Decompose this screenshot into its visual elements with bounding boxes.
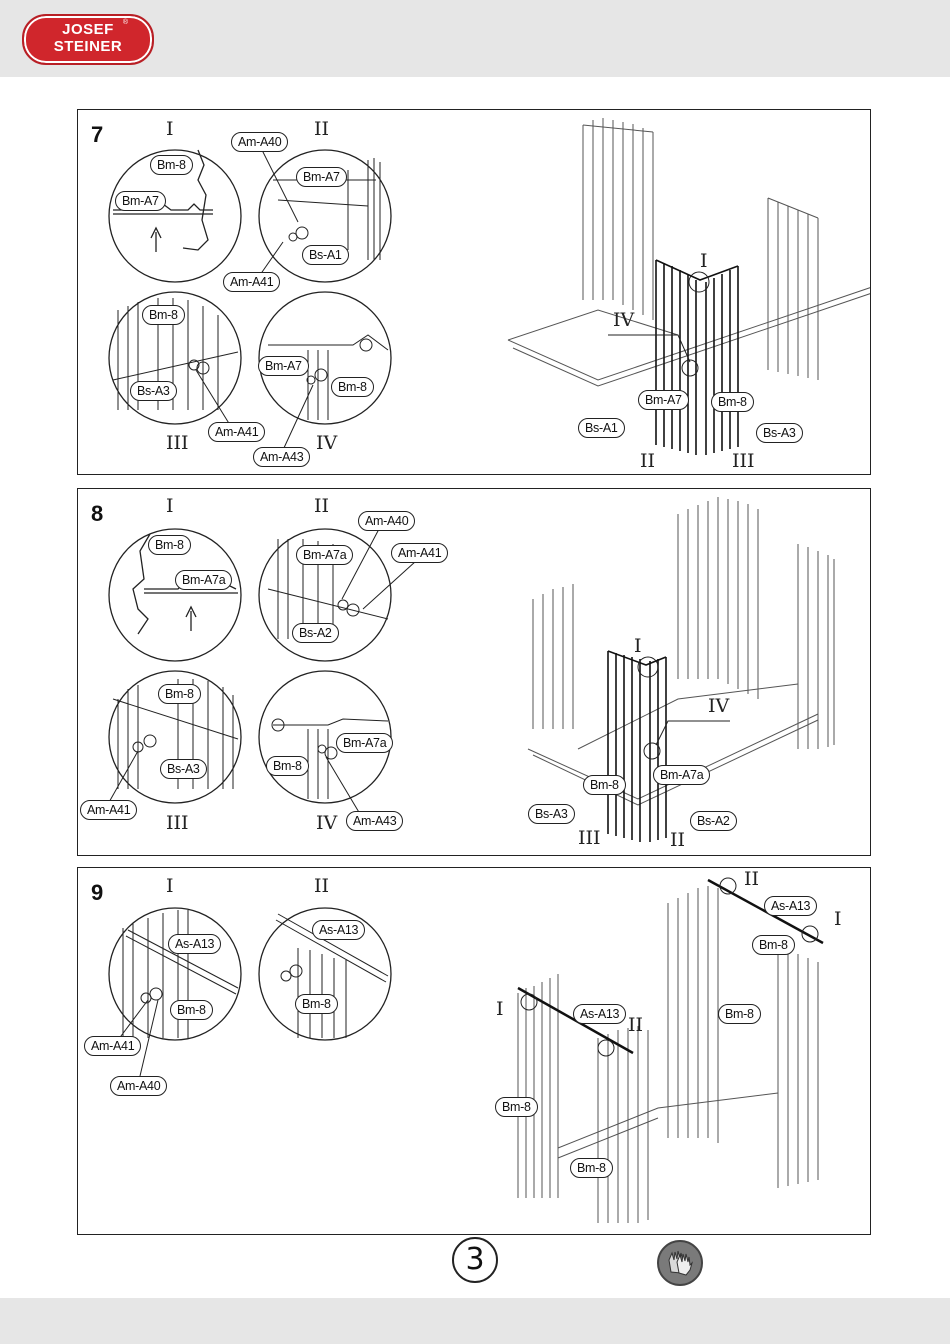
overview-marker: II <box>640 450 656 472</box>
overview-marker: I <box>496 998 504 1020</box>
part-label: Bm-8 <box>718 1004 761 1024</box>
part-label: Bm-A7 <box>115 191 166 211</box>
part-label: Bm-8 <box>170 1000 213 1020</box>
part-label: Bm-8 <box>570 1158 613 1178</box>
detail-marker-iii: III <box>166 812 189 834</box>
step-number: 9 <box>91 880 104 905</box>
part-label: Bm-A7 <box>296 167 347 187</box>
part-label: Bm-A7a <box>336 733 394 753</box>
overview-marker: I <box>834 908 842 930</box>
step-7-drawing <box>108 118 870 455</box>
part-label: Bm-8 <box>148 535 191 555</box>
part-label: As-A13 <box>573 1004 627 1024</box>
registered-mark: ® <box>122 19 128 26</box>
detail-marker-i: I <box>166 495 174 517</box>
part-label: Bm-8 <box>495 1097 538 1117</box>
overview-marker: III <box>732 450 755 472</box>
page-number: 3 <box>452 1237 498 1283</box>
detail-marker-ii: II <box>314 495 330 517</box>
part-label: Bm-8 <box>711 392 754 412</box>
part-label: Bm-A7a <box>175 570 233 590</box>
part-label: Bs-A1 <box>578 418 625 438</box>
part-label: Bm-8 <box>158 684 201 704</box>
overview-marker: I <box>700 250 708 272</box>
overview-marker: I <box>634 635 642 657</box>
detail-marker-iv: IV <box>316 812 338 834</box>
step-number: 8 <box>91 501 104 526</box>
footer-bar <box>0 1298 950 1344</box>
part-label: As-A13 <box>312 920 366 940</box>
part-label: Bs-A2 <box>690 811 737 831</box>
part-label: Am-A40 <box>110 1076 168 1096</box>
part-label: Bm-A7a <box>653 765 711 785</box>
detail-marker-iv: IV <box>316 432 338 454</box>
overview-marker: IV <box>708 695 730 717</box>
step-8-panel: 8 I II III IV Bm-8 Bm-A7a Am-A40 Am-A41 … <box>77 488 871 856</box>
josef-steiner-logo: JOSEF STEINER ® <box>22 14 154 65</box>
step-9-drawing <box>108 877 824 1223</box>
detail-marker-ii: II <box>314 875 330 897</box>
logo-line2: STEINER <box>53 38 123 55</box>
detail-marker-i: I <box>166 118 174 140</box>
part-label: Bm-8 <box>266 756 309 776</box>
part-label: Bs-A3 <box>160 759 207 779</box>
part-label: Bm-8 <box>150 155 193 175</box>
step-9-panel: 9 I II As-A13 Bm-8 Am-A41 Am-A40 As-A13 … <box>77 867 871 1235</box>
part-label: Am-A41 <box>84 1036 142 1056</box>
logo-line1: JOSEF <box>62 21 114 38</box>
overview-marker: II <box>670 829 686 851</box>
part-label: Bm-8 <box>331 377 374 397</box>
part-label: Bs-A3 <box>130 381 177 401</box>
part-label: Am-A41 <box>391 543 449 563</box>
header-bar <box>0 0 950 77</box>
part-label: Bm-8 <box>752 935 795 955</box>
part-label: Bs-A3 <box>756 423 803 443</box>
step-number: 7 <box>91 122 104 147</box>
part-label: Bm-A7 <box>258 356 309 376</box>
overview-marker: III <box>578 827 601 849</box>
part-label: Bs-A1 <box>302 245 349 265</box>
part-label: As-A13 <box>764 896 818 916</box>
detail-marker-i: I <box>166 875 174 897</box>
part-label: Bm-A7 <box>638 390 689 410</box>
detail-marker-ii: II <box>314 118 330 140</box>
part-label: Bm-8 <box>583 775 626 795</box>
part-label: Bs-A3 <box>528 804 575 824</box>
part-label: Am-A41 <box>223 272 281 292</box>
part-label: Bm-8 <box>295 994 338 1014</box>
step-7-panel: 7 I II III IV Bm-8 Bm-A7 Am-A40 Bm-A7 Bs… <box>77 109 871 475</box>
part-label: Am-A41 <box>80 800 138 820</box>
part-label: Am-A41 <box>208 422 266 442</box>
part-label: Bm-8 <box>142 305 185 325</box>
overview-marker: IV <box>613 309 635 331</box>
overview-marker: II <box>628 1014 644 1036</box>
part-label: Bs-A2 <box>292 623 339 643</box>
part-label: Am-A40 <box>358 511 416 531</box>
gloves-icon <box>657 1240 703 1286</box>
part-label: Bm-A7a <box>296 545 354 565</box>
part-label: Am-A43 <box>346 811 404 831</box>
step-8-drawing <box>107 497 835 842</box>
part-label: Am-A40 <box>231 132 289 152</box>
overview-marker: II <box>744 868 760 890</box>
detail-marker-iii: III <box>166 432 189 454</box>
part-label: Am-A43 <box>253 447 311 467</box>
part-label: As-A13 <box>168 934 222 954</box>
